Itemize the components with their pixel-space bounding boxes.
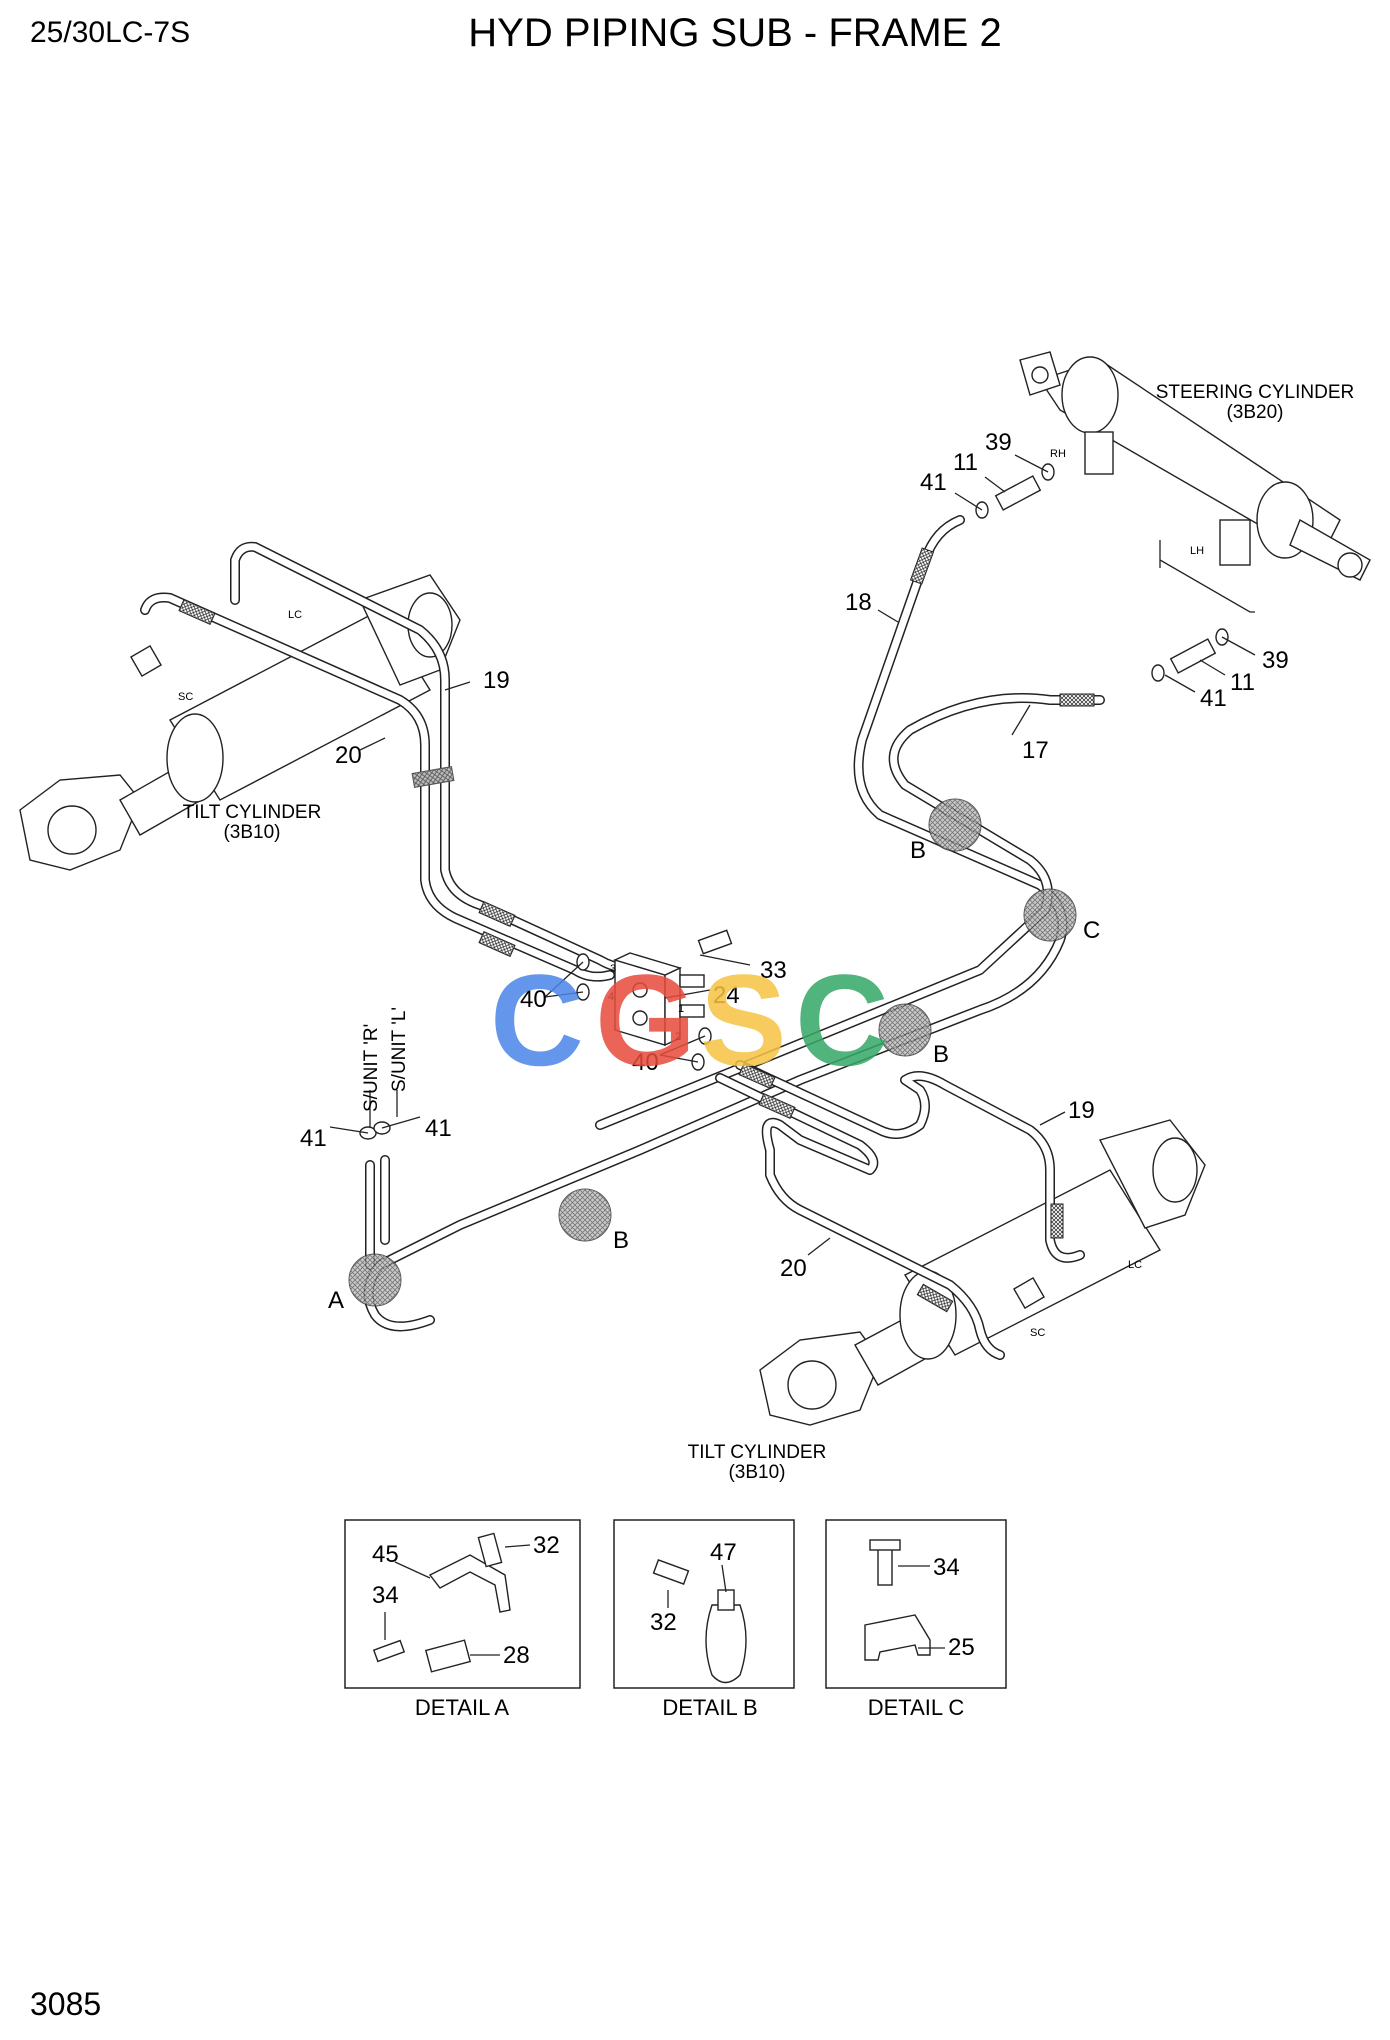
detail-a: 45 32 34 28 DETAIL A xyxy=(344,1519,581,1720)
callout-40-top: 40 xyxy=(520,986,547,1013)
tilt-cylinder-left xyxy=(19,574,461,871)
lc-label-bottom: LC xyxy=(1128,1259,1142,1271)
steering-cylinder-label: STEERING CYLINDER xyxy=(1156,382,1354,403)
watermark-letter-4: C xyxy=(795,947,889,1093)
clamp-top xyxy=(411,766,455,788)
lc-label-top: LC xyxy=(288,609,302,621)
detail-b-caption: DETAIL B xyxy=(662,1695,757,1720)
zone-label-b-upper: B xyxy=(910,837,926,864)
callout-19-bottom: 19 xyxy=(1068,1097,1095,1124)
tilt-cylinder-bottom-ref: (3B10) xyxy=(728,1462,785,1483)
port-4-label: 4 xyxy=(608,991,614,1003)
watermark-letter-1: C xyxy=(490,947,584,1093)
steering-cylinder xyxy=(1019,351,1371,613)
detail-c-part-2: 25 xyxy=(948,1634,975,1661)
callout-20-bottom: 20 xyxy=(780,1255,807,1282)
detail-a-part-1: 45 xyxy=(372,1541,399,1568)
detail-a-part-4: 28 xyxy=(503,1642,530,1669)
detail-a-caption: DETAIL A xyxy=(415,1695,509,1720)
detail-c-part-1: 34 xyxy=(933,1554,960,1581)
tilt-cylinder-left-ref: (3B10) xyxy=(223,822,280,843)
zone-circle-b-upper xyxy=(928,798,982,852)
clip-47 xyxy=(705,1604,747,1684)
detail-b: 47 32 DETAIL B xyxy=(613,1519,795,1720)
callout-18: 18 xyxy=(845,589,872,616)
s-unit-l-label: S/UNIT 'L' xyxy=(389,1007,410,1092)
callout-39-bottom: 39 xyxy=(1262,647,1289,674)
watermark: C G S C xyxy=(490,947,889,1093)
callout-17: 17 xyxy=(1022,737,1049,764)
zone-label-c: C xyxy=(1083,917,1100,944)
detail-b-part-2: 32 xyxy=(650,1609,677,1636)
detail-b-part-1: 47 xyxy=(710,1539,737,1566)
detail-c: 34 25 DETAIL C xyxy=(825,1519,1007,1720)
zone-label-b-lower: B xyxy=(613,1227,629,1254)
zone-circle-c xyxy=(1023,888,1077,942)
page-number: 3085 xyxy=(30,1986,101,2022)
bolt-32 xyxy=(477,1532,503,1568)
callout-33: 33 xyxy=(760,957,787,984)
rh-port-label: RH xyxy=(1050,448,1066,460)
lh-port-label: LH xyxy=(1190,545,1204,557)
tilt-cylinder-left-label: TILT CYLINDER xyxy=(183,802,322,823)
detail-a-part-2: 32 xyxy=(533,1532,560,1559)
detail-c-caption: DETAIL C xyxy=(868,1695,965,1720)
tilt-cylinder-bottom xyxy=(759,1119,1206,1426)
port-2-label: 2 xyxy=(675,1031,681,1043)
clamp-28 xyxy=(424,1639,472,1673)
manifold-block xyxy=(613,929,733,1047)
callout-24: 24 xyxy=(713,982,740,1009)
sc-label-top: SC xyxy=(178,691,193,703)
clip-tab xyxy=(717,1589,735,1611)
watermark-letter-2: G xyxy=(595,947,696,1093)
detail-a-frame xyxy=(344,1519,581,1689)
zone-circle-b-middle xyxy=(878,1003,932,1057)
zone-label-b-middle: B xyxy=(933,1041,949,1068)
bolt-34-c xyxy=(877,1544,893,1586)
bolt-head-34 xyxy=(869,1539,901,1551)
tilt-cylinder-bottom-label: TILT CYLINDER xyxy=(688,1442,827,1463)
detail-c-frame xyxy=(825,1519,1007,1689)
detail-b-frame xyxy=(613,1519,795,1689)
zone-circle-a xyxy=(348,1253,402,1307)
detail-a-part-3: 34 xyxy=(372,1582,399,1609)
bracket-45 xyxy=(428,1554,511,1613)
zone-circle-b-lower xyxy=(558,1188,612,1242)
callout-11-top: 11 xyxy=(953,449,978,476)
callout-41-bottom: 41 xyxy=(1200,685,1227,712)
bolt-34 xyxy=(372,1639,406,1663)
port-3-label: 3 xyxy=(610,963,616,975)
zone-label-a: A xyxy=(328,1287,344,1314)
bolt-32-b xyxy=(652,1559,690,1585)
s-unit-r-label: S/UNIT 'R' xyxy=(361,1024,382,1112)
callout-41-left: 41 xyxy=(300,1125,327,1152)
model-code: 25/30LC-7S xyxy=(30,16,190,49)
leader-lines xyxy=(329,454,1256,1256)
sc-label-bottom: SC xyxy=(1030,1327,1045,1339)
callout-41-right: 41 xyxy=(425,1115,452,1142)
callout-39-top: 39 xyxy=(985,429,1012,456)
callout-19-top: 19 xyxy=(483,667,510,694)
steering-cylinder-ref: (3B20) xyxy=(1226,402,1283,423)
steering-fittings xyxy=(975,463,1229,682)
page-title: HYD PIPING SUB - FRAME 2 xyxy=(468,11,1001,55)
callout-11-bottom: 11 xyxy=(1230,669,1255,696)
callout-40-bottom: 40 xyxy=(632,1049,659,1076)
watermark-letter-3: S xyxy=(700,947,787,1093)
callout-20-top: 20 xyxy=(335,742,362,769)
hose-crimps xyxy=(178,547,1095,1313)
clamp-25 xyxy=(864,1614,931,1661)
port-1-label: 1 xyxy=(678,1003,684,1015)
callout-41-top: 41 xyxy=(920,469,947,496)
